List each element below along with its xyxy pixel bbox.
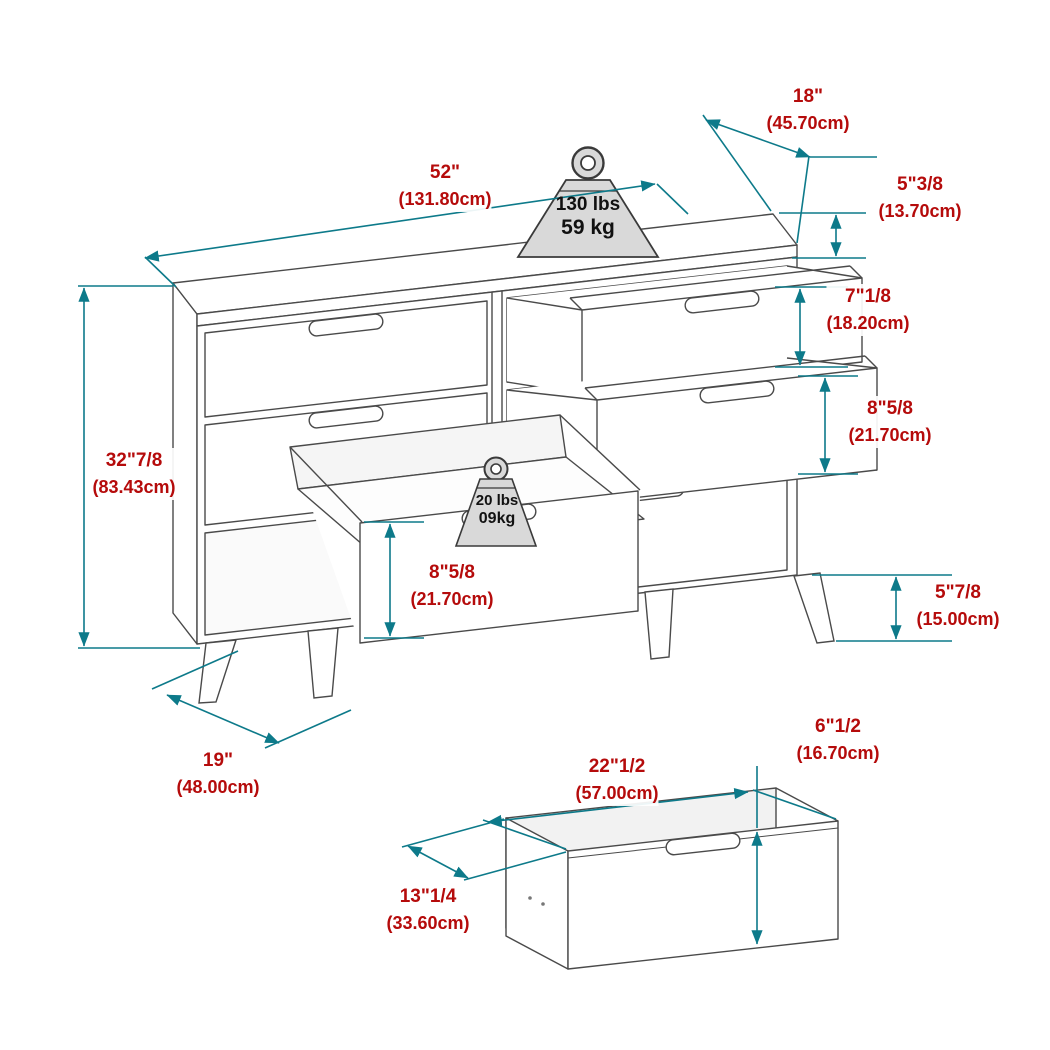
dimension-label-overall-height: 32"7/8 (83.43cm) xyxy=(92,448,176,500)
dimension-label-middle-drawer-front-height: 8"5/8 (21.70cm) xyxy=(848,396,932,448)
top-weight-label: 130 lbs 59 kg xyxy=(555,194,621,239)
dimension-label-detail-drawer-front-height: 6"1/2 (16.70cm) xyxy=(796,714,880,766)
legs xyxy=(198,572,835,704)
drawer-detail xyxy=(505,787,839,970)
dimension-label-width: 52" (131.80cm) xyxy=(398,160,492,212)
dimension-label-base-depth: 19" (48.00cm) xyxy=(176,748,260,800)
dimension-label-top-gap: 5"3/8 (13.70cm) xyxy=(878,172,962,224)
dimension-label-open-drawer-front-height: 8"5/8 (21.70cm) xyxy=(410,560,494,612)
dimension-label-detail-drawer-width: 22"1/2 (57.00cm) xyxy=(575,754,659,806)
dimension-lines xyxy=(78,114,952,945)
dimension-label-top-drawer-front-height: 7"1/8 (18.20cm) xyxy=(826,284,910,336)
dimension-label-leg-height: 5"7/8 (15.00cm) xyxy=(916,580,1000,632)
dimension-label-top-depth: 18" (45.70cm) xyxy=(766,84,850,136)
drawer-weight-icon xyxy=(454,456,538,547)
drawer-weight-label: 20 lbs 09kg xyxy=(475,492,519,527)
dimension-label-detail-drawer-depth: 13"1/4 (33.60cm) xyxy=(386,884,470,936)
